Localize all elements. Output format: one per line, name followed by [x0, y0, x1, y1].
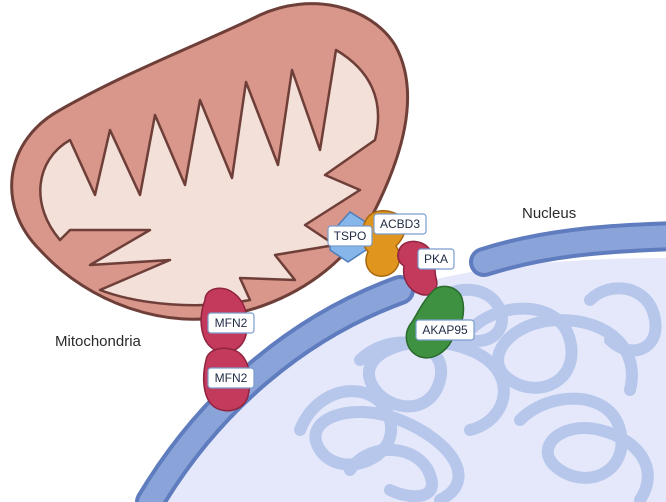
mfn2-top-tag-text: MFN2 — [215, 316, 248, 330]
mitochondrion-inner-membrane — [39, 48, 380, 307]
acbd3-tag: ACBD3 — [373, 213, 427, 235]
mitochondria-label: Mitochondria — [55, 333, 142, 350]
tspo-tag: TSPO — [327, 225, 373, 247]
nucleus-label: Nucleus — [522, 205, 576, 222]
mfn2-top-tag: MFN2 — [207, 312, 255, 334]
mfn2-bottom-tag: MFN2 — [207, 367, 255, 389]
akap95-tag-text: AKAP95 — [422, 323, 468, 337]
tspo-tag-text: TSPO — [334, 229, 367, 243]
mfn2-bottom-tag-text: MFN2 — [215, 371, 248, 385]
pka-tag-text: PKA — [424, 252, 448, 266]
akap95-tag: AKAP95 — [415, 319, 475, 341]
chromatin — [294, 282, 662, 502]
acbd3-tag-text: ACBD3 — [380, 217, 420, 231]
pka-tag: PKA — [417, 248, 455, 270]
